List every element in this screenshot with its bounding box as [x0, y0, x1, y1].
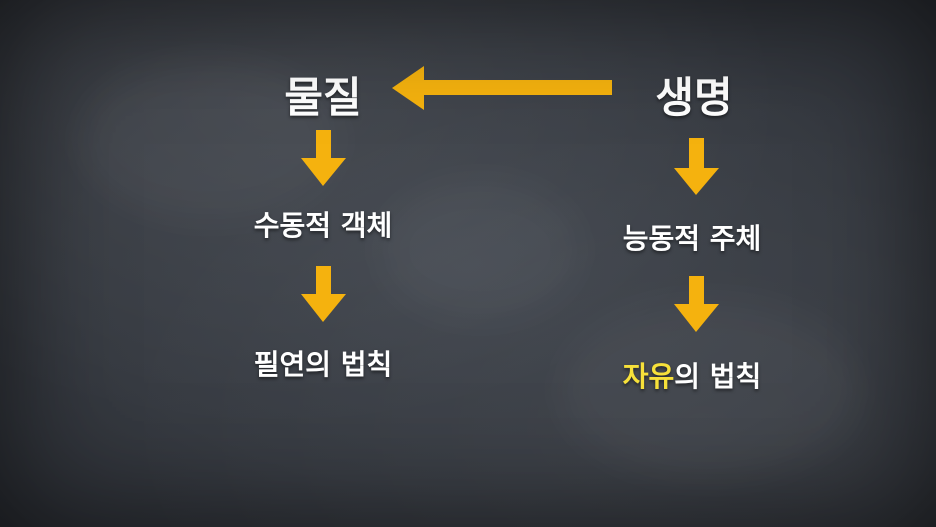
arrow-down-saengmyeong-to-neungdongjeok — [674, 138, 719, 195]
node-saengmyeong-title: 생명 — [655, 73, 733, 122]
arrow-left-saengmyeong-to-muljil — [392, 66, 612, 110]
highlight-jayu: 자유 — [622, 360, 675, 393]
arrow-down-neungdongjeok-to-jayu — [674, 276, 719, 332]
node-jayu-beopchik: 자유의 법칙 — [612, 355, 772, 395]
arrow-down-sudongjeok-to-piryeon — [301, 266, 346, 322]
arrow-down-muljil-to-sudongjeok — [301, 130, 346, 186]
node-neungdongjeok-juche: 능동적 주체 — [622, 222, 762, 255]
node-sudongjeok-gaekche: 수동적 객체 — [253, 209, 393, 242]
node-piryeon-beopchik: 필연의 법칙 — [253, 348, 393, 381]
node-muljil-title: 물질 — [284, 73, 362, 122]
beopchik-suffix: 의 법칙 — [674, 360, 762, 393]
